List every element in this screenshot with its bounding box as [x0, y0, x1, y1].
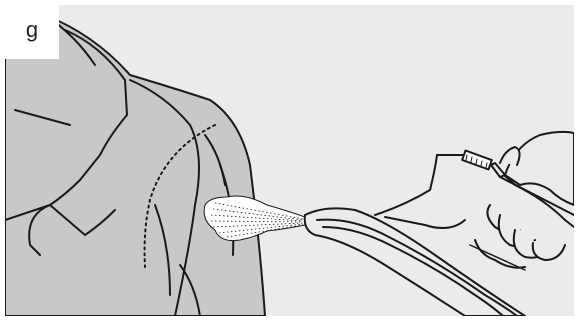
- steam-burst-icon: [203, 195, 306, 241]
- step-label: g: [25, 17, 39, 42]
- step-indicator: g: [5, 5, 59, 59]
- jacket-icon: [5, 14, 266, 316]
- instruction-illustration-frame: g: [5, 5, 574, 316]
- steam-iron-illustration: [5, 14, 574, 316]
- stitch-line: [143, 124, 216, 268]
- hand-icon: [469, 130, 574, 271]
- steam-iron-icon: [303, 149, 574, 316]
